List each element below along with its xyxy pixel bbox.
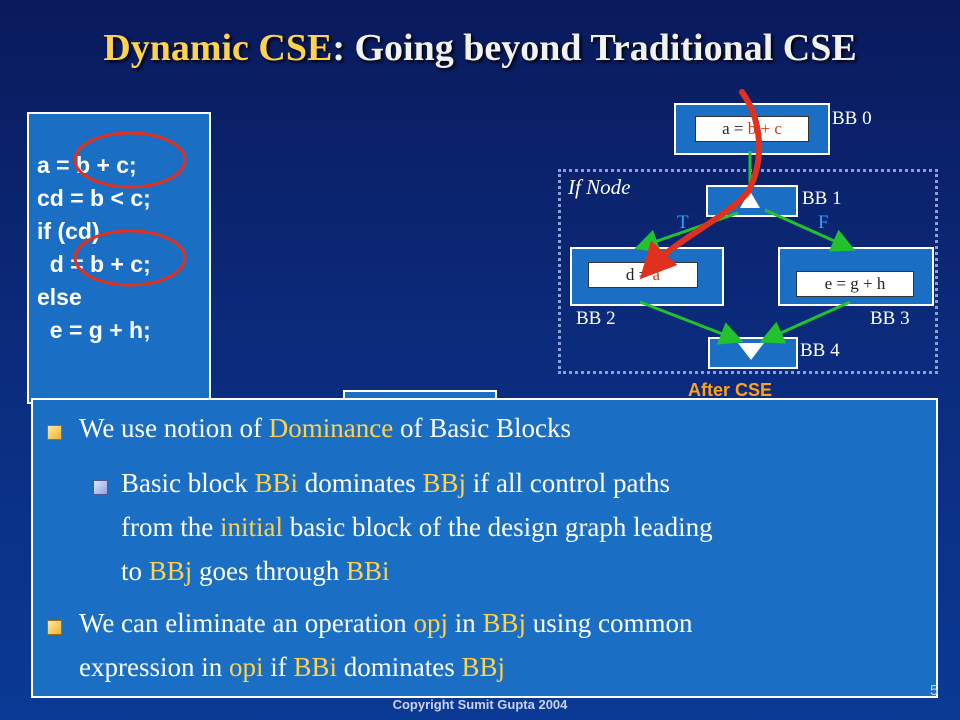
bullet-1: We use notion of Dominance of Basic Bloc… <box>79 412 571 445</box>
true-branch-label: T <box>677 212 689 233</box>
bullet-2-line-1: We can eliminate an operation opj in BBj… <box>79 607 693 640</box>
sub-bullet-text: if all control paths <box>466 468 670 498</box>
code-line-2: cd = b < c; <box>37 185 151 211</box>
sub-bullet-text: goes through <box>192 556 347 586</box>
sub-bullet-term: initial <box>219 512 283 542</box>
bullet-panel: We use notion of Dominance of Basic Bloc… <box>31 398 938 698</box>
sub-bullet-line-1: Basic block BBi dominates BBj if all con… <box>121 467 670 500</box>
bb3-statement: e = g + h <box>796 271 914 297</box>
sub-bullet-text: to <box>121 556 149 586</box>
bullet-2-text: expression in <box>79 652 229 682</box>
bullet-2-term: BBi <box>293 652 338 682</box>
sub-bullet-line-2: from the initial basic block of the desi… <box>121 511 713 544</box>
bb3-label: BB 3 <box>870 308 910 329</box>
bullet-2-term: BBj <box>461 652 506 682</box>
code-line-1: a = b + c; <box>37 152 137 178</box>
bullet-2-term: BBj <box>482 608 526 638</box>
sub-bullet-text: from the <box>121 512 220 542</box>
sub-bullet-term: BBj <box>148 556 193 586</box>
bb1-label: BB 1 <box>802 188 842 209</box>
slide-title: Dynamic CSE: Going beyond Traditional CS… <box>0 26 960 70</box>
edge-bb1-bb2 <box>634 211 739 253</box>
if-node-label: If Node <box>568 175 631 199</box>
edge-bb3-bb4 <box>759 300 851 344</box>
sub-bullet-line-3: to BBj goes through BBi <box>121 555 390 588</box>
if-node-boundary <box>558 169 938 374</box>
bb4-merge-marker <box>738 343 764 360</box>
false-branch-label: F <box>818 212 829 233</box>
sub-bullet-text: Basic block <box>121 468 255 498</box>
bullet-2-term: opi <box>228 652 264 682</box>
highlight-circle-1 <box>73 131 187 189</box>
highlight-circle-2 <box>73 229 187 287</box>
bb1-branch-marker <box>740 191 760 208</box>
bullet-2-text: using common <box>526 608 693 638</box>
bullet-1-text-end: of Basic Blocks <box>393 413 571 443</box>
bullet-2-text: if <box>263 652 294 682</box>
bb4-label: BB 4 <box>800 340 840 361</box>
sub-bullet-marker-icon <box>93 480 108 495</box>
bb2-label: BB 2 <box>576 308 616 329</box>
sub-bullet-text: basic block of the design graph leading <box>282 512 713 542</box>
after-cse-label: After CSE <box>688 380 773 400</box>
cse-reuse-arrow <box>639 89 763 280</box>
sub-bullet-text: dominates <box>298 468 423 498</box>
title-rest: : Going beyond Traditional CSE <box>332 27 857 69</box>
bullet-1-term: Dominance <box>268 413 394 443</box>
bb0-label: BB 0 <box>832 108 872 129</box>
sub-bullet-term: BBj <box>422 468 467 498</box>
bullet-2-text: We can eliminate an operation <box>79 608 414 638</box>
bullet-2-text: in <box>447 608 483 638</box>
code-line-5: else <box>37 284 82 310</box>
copyright-footer: Copyright Sumit Gupta 2004 <box>392 697 568 712</box>
code-box: a = b + c; cd = b < c; if (cd) d = b + c… <box>27 112 211 404</box>
edge-bb2-bb4 <box>639 300 744 345</box>
bullet-2-text: dominates <box>337 652 462 682</box>
sub-bullet-term: BBi <box>346 556 390 586</box>
bullet-1-text: We use notion of <box>79 413 269 443</box>
bullet-2-line-2: expression in opi if BBi dominates BBj <box>79 651 505 684</box>
bullet-marker-icon <box>47 620 62 635</box>
code-line-6: e = g + h; <box>37 317 151 343</box>
sub-bullet-term: BBi <box>254 468 299 498</box>
bb0-stmt-lhs: a = <box>722 119 748 138</box>
slide-number: 5 <box>930 682 939 699</box>
bb3-block: e = g + h <box>778 247 934 306</box>
title-highlight: Dynamic CSE <box>103 27 333 69</box>
bullet-2-term: opj <box>413 608 448 638</box>
edge-bb1-bb3 <box>764 208 856 252</box>
bullet-marker-icon <box>47 425 62 440</box>
